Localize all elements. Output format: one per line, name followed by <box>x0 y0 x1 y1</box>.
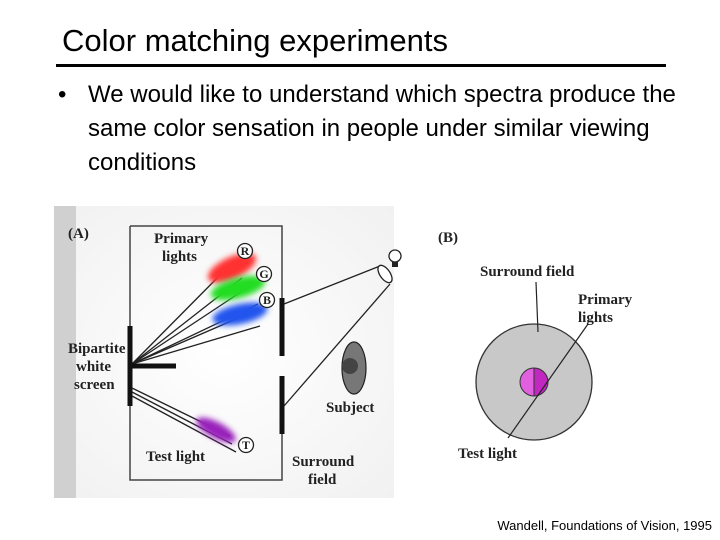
figure-svg: (A) Primary lights R <box>54 206 633 498</box>
disc-left-half <box>519 367 535 397</box>
panel-b-label: (B) <box>438 230 458 246</box>
red-primary-glow <box>207 253 257 283</box>
panel-a-label: (A) <box>68 226 89 242</box>
b-test-light-label: Test light <box>458 446 517 462</box>
subject-label: Subject <box>326 400 374 416</box>
svg-text:G: G <box>259 267 268 281</box>
primary-lights-label-1: Primary <box>154 231 209 247</box>
bullet-text: We would like to understand which spectr… <box>88 81 676 176</box>
primary-g-icon: G <box>255 265 273 283</box>
svg-text:B: B <box>263 293 271 307</box>
citation-caption: Wandell, Foundations of Vision, 1995 <box>497 518 712 533</box>
subject-head-icon <box>341 341 367 395</box>
b-primary-lights-label-1: Primary <box>578 292 633 308</box>
svg-text:T: T <box>242 438 250 452</box>
test-light-glow <box>196 417 236 443</box>
surround-field-label: Surround field <box>480 264 575 280</box>
surround-label-2: field <box>308 472 337 488</box>
panel-a-background <box>54 206 394 498</box>
light-bulb-icon <box>388 249 402 267</box>
bipartite-label-3: screen <box>74 377 115 393</box>
panel-b: (B) Surround field Primary lights Test l… <box>438 230 633 462</box>
panel-a: (A) Primary lights R <box>68 225 402 488</box>
bullet-dot-icon: • <box>58 81 67 108</box>
disc-pointer <box>507 323 589 439</box>
disc-right-half <box>533 367 549 397</box>
color-matching-figure: (A) Primary lights R <box>54 206 646 498</box>
surround-pointer <box>535 281 539 333</box>
bipartite-label-2: white <box>76 359 111 375</box>
blue-primary-glow <box>212 302 268 326</box>
test-t-icon: T <box>237 436 255 454</box>
surround-lamp <box>283 264 393 407</box>
primary-r-icon: R <box>236 242 254 260</box>
slide-title: Color matching experiments <box>62 23 448 58</box>
primary-lights-label-2: lights <box>162 249 197 265</box>
bipartite-label-1: Bipartite <box>68 341 126 357</box>
green-primary-glow <box>210 275 266 301</box>
bullet-item: • We would like to understand which spec… <box>58 78 698 180</box>
scan-edge <box>54 206 76 498</box>
test-light-label: Test light <box>146 449 205 465</box>
b-primary-lights-label-2: lights <box>578 310 613 326</box>
primary-b-icon: B <box>258 291 276 309</box>
svg-text:R: R <box>241 244 250 258</box>
bullet-list: • We would like to understand which spec… <box>58 78 698 180</box>
title-underline <box>56 64 666 67</box>
surround-label-1: Surround <box>292 454 355 470</box>
